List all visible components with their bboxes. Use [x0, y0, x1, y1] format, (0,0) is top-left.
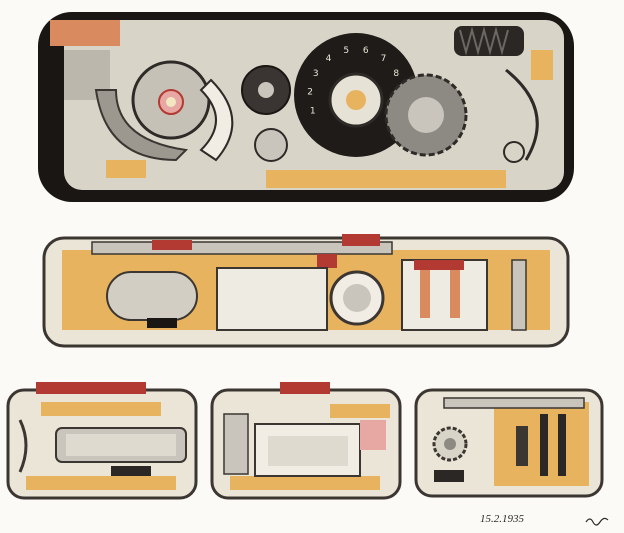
top-gear-small-hub: [258, 82, 274, 98]
top-brass-bar: [266, 170, 506, 188]
br-top-plate: [443, 397, 585, 409]
speed-dial-number: 6: [363, 46, 369, 56]
bl-brass-bottom: [26, 476, 176, 490]
speed-dial-number: 1: [310, 107, 316, 117]
signature-mark: [585, 517, 609, 526]
bm-brass-bottom: [230, 476, 380, 490]
br-dark-bottom: [434, 470, 464, 482]
middle-red-block-3: [317, 254, 337, 268]
bottom-right-cutaway-panel: [414, 388, 604, 498]
bm-brass-top: [330, 404, 390, 418]
middle-spring-cap: [414, 260, 464, 270]
br-bar-1: [540, 414, 548, 476]
speed-dial-hub: [346, 90, 366, 110]
top-cutaway-panel: 12345678910: [38, 12, 574, 202]
speed-dial-number: 7: [381, 54, 387, 64]
bottom-left-cutaway-panel: [6, 382, 198, 500]
top-brass-bar-left: [106, 160, 146, 178]
middle-red-block-1: [152, 240, 192, 250]
top-latch-arm: [505, 68, 539, 161]
top-lever-arm: [94, 89, 189, 162]
date-annotation: 15.2.1935: [480, 513, 524, 525]
br-bar-2: [558, 414, 566, 476]
speed-dial-number: 2: [307, 87, 313, 97]
top-gear-large-hub: [408, 97, 444, 133]
top-copper-strip: [50, 20, 120, 46]
middle-spool-chamber: [106, 271, 198, 321]
bl-brass-top: [41, 402, 161, 416]
middle-cutaway-panel: [42, 234, 570, 348]
top-latch-screw: [503, 141, 525, 163]
speed-dial-number: 4: [326, 54, 332, 64]
bl-left-lens: [18, 419, 28, 473]
bottom-middle-cutaway-panel: [210, 382, 402, 500]
top-spring-pattern: [459, 26, 509, 56]
bm-pink-block: [360, 420, 386, 450]
top-pivot-center: [166, 97, 176, 107]
bm-spool: [268, 436, 348, 466]
bl-dark-block: [111, 466, 151, 476]
bl-cylinder-core: [66, 434, 176, 456]
speed-dial-number: 5: [343, 46, 349, 56]
middle-red-block-2: [342, 234, 380, 246]
middle-spring-housing: [401, 259, 488, 331]
top-brass-right: [531, 50, 553, 80]
middle-dark-block: [147, 318, 177, 328]
top-round-plate: [254, 128, 288, 162]
bm-red-top: [280, 382, 330, 394]
top-cam-curve: [199, 78, 234, 162]
bl-red-top: [36, 382, 146, 394]
speed-dial-number: 3: [313, 69, 319, 79]
br-spring: [516, 426, 528, 466]
middle-spring-red-2: [450, 268, 460, 318]
middle-sprocket-hub: [343, 284, 371, 312]
middle-spring-red-1: [420, 268, 430, 318]
middle-screw-right: [511, 259, 527, 331]
speed-dial-number: 8: [393, 69, 399, 79]
bm-left-plates: [223, 413, 249, 475]
br-gear-hub: [444, 438, 456, 450]
middle-film-gate: [216, 267, 328, 331]
